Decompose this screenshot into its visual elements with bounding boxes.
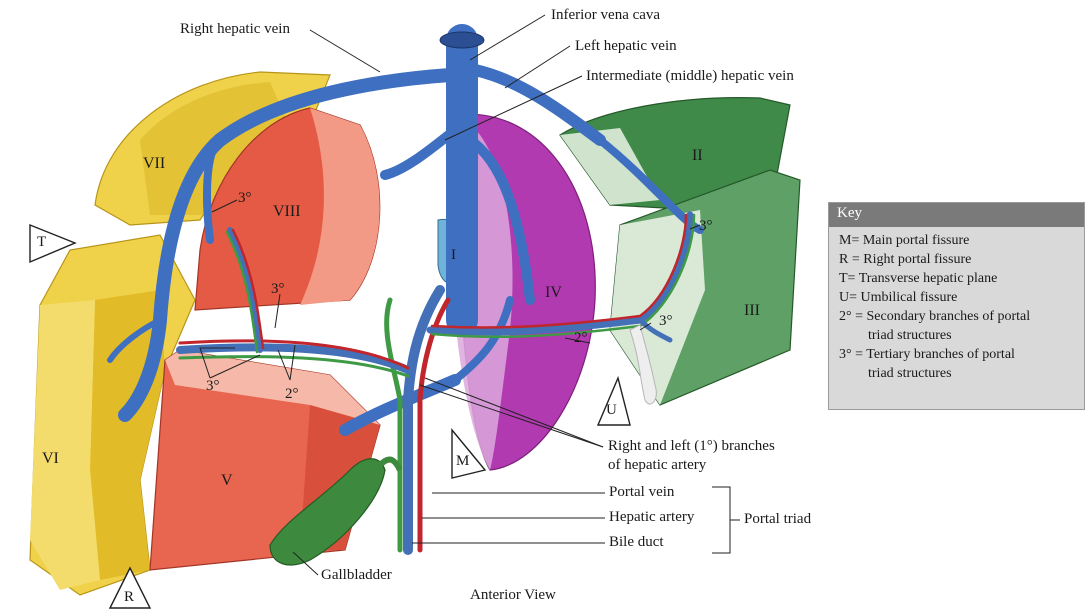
label-gallbladder: Gallbladder: [321, 567, 392, 584]
label-anterior-view: Anterior View: [470, 587, 556, 604]
label-right-left-branches-2: of hepatic artery: [608, 457, 706, 474]
secondary-mark-left: 2°: [574, 330, 588, 347]
label-portal-triad: Portal triad: [744, 511, 811, 528]
tertiary-mark-v: 3°: [206, 378, 220, 395]
tertiary-mark-viii: 3°: [238, 190, 252, 207]
segment-viii-label: VIII: [273, 203, 301, 221]
segment-v-label: V: [221, 472, 233, 490]
label-bile-duct: Bile duct: [609, 534, 664, 551]
marker-u-letter: U: [606, 402, 617, 419]
segment-v-region: [150, 350, 380, 570]
label-right-hepatic-vein: Right hepatic vein: [180, 21, 290, 38]
segment-vii-label: VII: [143, 155, 165, 173]
key-list: M= Main portal fissure R = Right portal …: [829, 231, 1084, 383]
key-item-r: R = Right portal fissure: [839, 250, 1084, 269]
key-item-secondary: 2° = Secondary branches of portal: [839, 307, 1084, 326]
segment-i-label: I: [451, 247, 456, 264]
key-item-secondary-cont: triad structures: [839, 326, 1084, 345]
secondary-mark-right: 2°: [285, 386, 299, 403]
key-item-tertiary: 3° = Tertiary branches of portal: [839, 345, 1084, 364]
marker-r-letter: R: [124, 589, 134, 606]
key-item-m: M= Main portal fissure: [839, 231, 1084, 250]
marker-t-letter: T: [37, 234, 46, 251]
tertiary-mark-iii: 3°: [659, 313, 673, 330]
key-title: Key: [829, 203, 1084, 227]
segment-vi-label: VI: [42, 450, 59, 468]
key-item-tertiary-cont: triad structures: [839, 364, 1084, 383]
label-intermediate-hepatic-vein: Intermediate (middle) hepatic vein: [586, 68, 794, 85]
key-item-u: U= Umbilical fissure: [839, 288, 1084, 307]
label-right-left-branches-1: Right and left (1°) branches: [608, 438, 775, 455]
key-item-t: T= Transverse hepatic plane: [839, 269, 1084, 288]
key-panel: Key M= Main portal fissure R = Right por…: [828, 202, 1085, 410]
label-portal-vein: Portal vein: [609, 484, 674, 501]
tertiary-mark-ii: 3°: [699, 218, 713, 235]
label-hepatic-artery: Hepatic artery: [609, 509, 694, 526]
tertiary-mark-center: 3°: [271, 281, 285, 298]
segment-iv-label: IV: [545, 284, 562, 302]
segment-ii-label: II: [692, 147, 703, 165]
marker-m-letter: M: [456, 453, 469, 470]
label-inferior-vena-cava: Inferior vena cava: [551, 7, 660, 24]
label-left-hepatic-vein: Left hepatic vein: [575, 38, 677, 55]
segment-iii-label: III: [744, 302, 760, 320]
